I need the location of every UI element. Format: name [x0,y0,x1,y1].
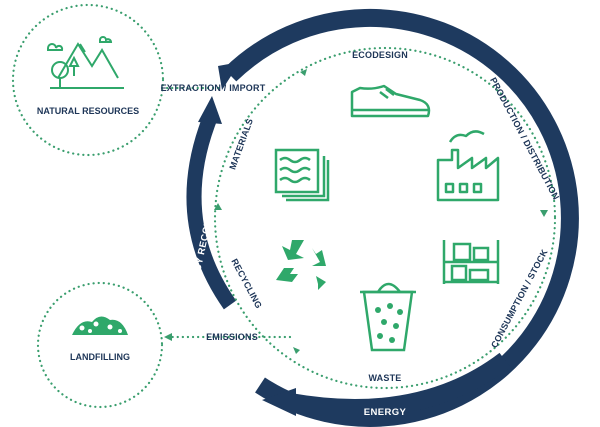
waste-label: WASTE [368,373,401,383]
material-sheets-icon [274,148,330,202]
recycling-label: RECYCLING [229,257,264,310]
inner-cycle-dotted [213,46,557,390]
ecodesign-label: ECODESIGN [352,50,408,60]
materials-label: MATERIALS [227,117,255,171]
shoe-icon [350,84,431,118]
energy-label-bottom: ENERGY [364,407,407,418]
energy-arc: ENERGY ENERGY [218,8,600,427]
extraction-label: EXTRACTION / IMPORT [161,83,266,93]
landfilling-label: LANDFILLING [70,352,130,362]
trash-bin-icon [360,282,416,352]
energy-label-top: ENERGY [371,29,416,50]
shelf-boxes-icon [442,240,500,284]
emissions-label: EMISSIONS [206,332,258,342]
recycle-icon [276,240,326,290]
emissions-arrow [164,333,172,341]
factory-icon [436,130,500,202]
mountains-trees-icon [47,36,124,89]
landfilling-node: LANDFILLING [36,281,164,409]
energy-recovery-arc: ENERGY RECOVERY [186,96,237,310]
waste-pile-icon [72,316,128,335]
energy-label-right: ENERGY [587,183,600,227]
natural-resources-node: NATURAL RESOURCES [11,3,165,157]
energy-arc-bottom: ENERGY [262,352,511,418]
inner-cycle-arrows [214,69,548,354]
natural-resources-label: NATURAL RESOURCES [37,106,139,116]
